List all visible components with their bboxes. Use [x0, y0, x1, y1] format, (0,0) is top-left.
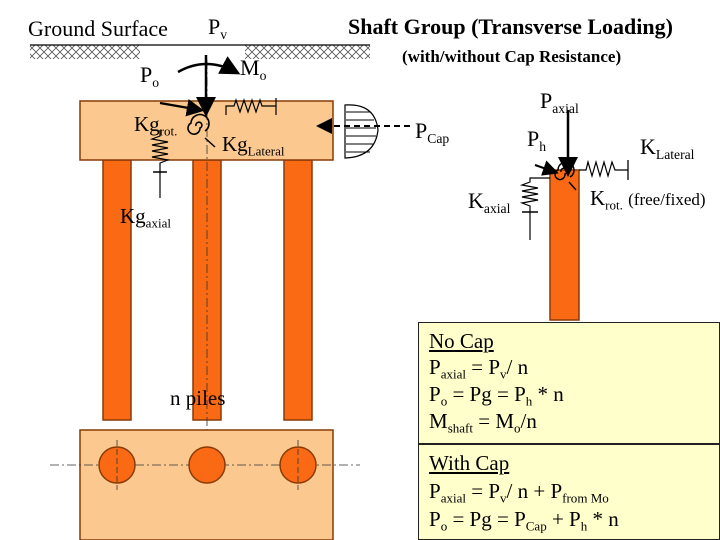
- ground-hatch-left: [30, 45, 140, 59]
- kgrot-label: Kgrot.: [134, 112, 178, 139]
- kaxial-spring: [519, 177, 550, 212]
- krot-label: Krot. (free/fixed): [590, 186, 706, 213]
- pcap-label: PCap: [415, 118, 450, 146]
- kgrot-tail: [204, 137, 216, 148]
- krot-tail: [568, 181, 577, 191]
- plan-pile-middle: [188, 446, 226, 484]
- kglat-spring: [225, 98, 276, 115]
- kgaxial-spring: [149, 130, 171, 172]
- kgaxial-label: Kgaxial: [120, 204, 171, 231]
- single-shaft: [549, 169, 580, 321]
- mo-arrow: [177, 56, 241, 75]
- kaxial-label: Kaxial: [468, 188, 511, 216]
- no-cap-line-3: Mshaft = Mo/n: [429, 409, 537, 436]
- diagram-title: Shaft Group (Transverse Loading): [348, 14, 673, 39]
- diagram-subtitle: (with/without Cap Resistance): [402, 47, 622, 66]
- cap-pressure-diagram: [344, 104, 379, 159]
- with-cap-box: With Cap Paxial = Pv/ n + Pfrom Mo Po = …: [418, 444, 720, 540]
- no-cap-box: No Cap Paxial = Pv/ n Po = Pg = Ph * n M…: [418, 322, 720, 444]
- klat-label: KLateral: [640, 134, 695, 162]
- no-cap-heading: No Cap: [429, 329, 494, 353]
- ph-label: Ph: [527, 126, 547, 154]
- po-arrow: [159, 99, 205, 117]
- plan-pile-left: [98, 446, 136, 484]
- pile-right: [283, 159, 313, 421]
- no-cap-line-1: Paxial = Pv/ n: [429, 355, 529, 382]
- with-cap-line-2: Po = Pg = PCap + Ph * n: [429, 507, 619, 534]
- with-cap-heading: With Cap: [429, 451, 510, 475]
- pv-label: Pv: [208, 14, 228, 42]
- ph-arrow: [534, 160, 559, 176]
- pile-left: [102, 159, 132, 421]
- po-label: Po: [140, 62, 160, 90]
- cap-pressure-arrows: [346, 111, 376, 153]
- klat-spring: [579, 159, 628, 179]
- with-cap-line-1: Paxial = Pv/ n + Pfrom Mo: [429, 479, 609, 506]
- no-cap-line-2: Po = Pg = Ph * n: [429, 382, 564, 409]
- paxial-label: Paxial: [540, 88, 579, 116]
- ground-hatch-right: [245, 45, 370, 59]
- n-piles-label: n piles: [170, 386, 226, 410]
- plan-pile-right: [279, 446, 317, 484]
- kglat-label: KgLateral: [222, 132, 285, 159]
- ground-surface-label: Ground Surface: [28, 16, 168, 41]
- krot-spiral: [554, 161, 575, 181]
- kgrot-spiral: [187, 113, 210, 135]
- mo-label: Mo: [240, 55, 267, 83]
